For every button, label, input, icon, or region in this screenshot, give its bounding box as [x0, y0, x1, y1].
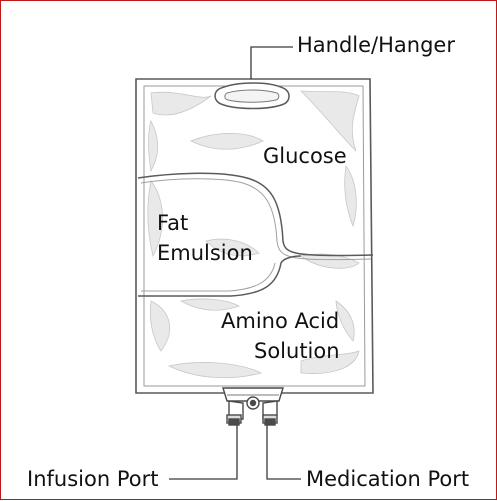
divider-upper	[137, 172, 374, 257]
port-assembly	[222, 387, 284, 426]
leader-line-medication	[266, 425, 301, 480]
divider-lower-inner	[141, 262, 276, 292]
label-emulsion: Emulsion	[157, 241, 253, 265]
label-fat: Fat	[157, 211, 189, 235]
leader-line-infusion	[169, 425, 238, 480]
leader-line-handle	[250, 46, 293, 79]
divider-lower	[138, 255, 302, 297]
bag-outline	[135, 78, 374, 394]
label-handle-hanger: Handle/Hanger	[297, 33, 455, 57]
divider-upper-inner	[140, 178, 372, 261]
handle-inner	[224, 89, 280, 103]
fold-shading	[147, 90, 360, 379]
label-glucose: Glucose	[263, 144, 347, 168]
label-medication-port: Medication Port	[306, 467, 470, 491]
label-infusion-port: Infusion Port	[27, 467, 159, 491]
bag-inner-seal	[143, 85, 366, 387]
label-amino-acid: Amino Acid	[221, 309, 340, 333]
label-solution: Solution	[254, 339, 340, 363]
